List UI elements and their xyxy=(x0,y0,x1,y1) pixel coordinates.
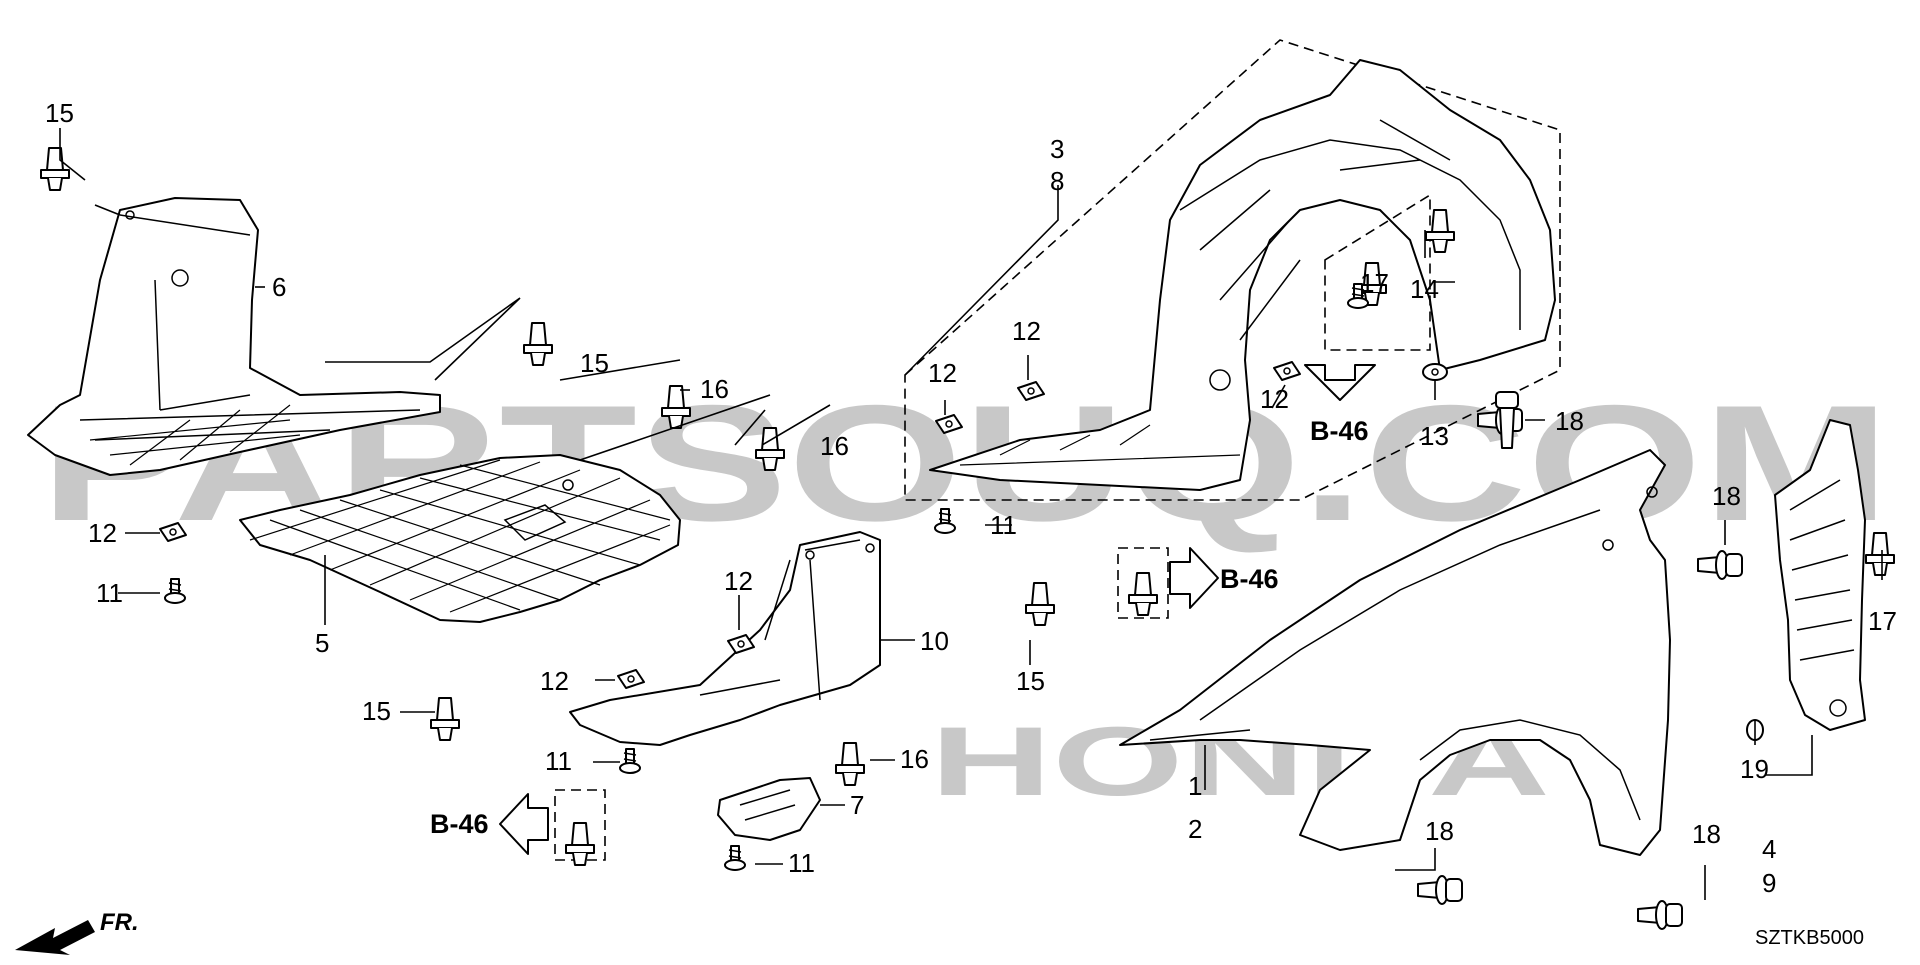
callout-16[interactable]: 16 xyxy=(700,374,729,404)
part-6-splash-shield[interactable] xyxy=(27,197,441,476)
callout-18[interactable]: 18 xyxy=(1555,406,1584,436)
callout-2[interactable]: 2 xyxy=(1188,814,1202,844)
part-1-2-front-fender[interactable] xyxy=(1119,449,1671,856)
callout-15[interactable]: 15 xyxy=(45,98,74,128)
callout-12[interactable]: 12 xyxy=(88,518,117,548)
fastener-clip-16[interactable] xyxy=(755,427,785,471)
fastener-bolt-18[interactable] xyxy=(1495,391,1519,449)
part-3-8-fender-liner[interactable] xyxy=(904,39,1561,501)
fastener-nut-12[interactable] xyxy=(1017,381,1045,401)
callout-4[interactable]: 4 xyxy=(1762,834,1776,864)
callout-12[interactable]: 12 xyxy=(1012,316,1041,346)
direction-label: FR. xyxy=(100,909,139,936)
callout-11[interactable]: 11 xyxy=(990,510,1017,540)
callout-10[interactable]: 10 xyxy=(920,626,949,656)
fastener-clip-15[interactable] xyxy=(40,147,70,191)
ref-arrow-right xyxy=(1169,547,1219,609)
callout-9[interactable]: 9 xyxy=(1762,868,1776,898)
callout-19[interactable]: 19 xyxy=(1740,754,1769,784)
diagram-code: SZTKB5000 xyxy=(1755,927,1864,949)
fastener-screw-11[interactable] xyxy=(934,508,956,534)
callout-7[interactable]: 7 xyxy=(850,790,864,820)
callout-11[interactable]: 11 xyxy=(96,578,123,608)
fastener-screw-b46[interactable] xyxy=(1347,283,1369,309)
callout-12[interactable]: 12 xyxy=(1260,384,1289,414)
callout-18[interactable]: 18 xyxy=(1712,481,1741,511)
fastener-clip-15[interactable] xyxy=(1025,582,1055,626)
callout-1[interactable]: 1 xyxy=(1188,771,1202,801)
ref-label-b46[interactable]: B-46 xyxy=(1220,564,1279,594)
fastener-nut-12[interactable] xyxy=(617,669,645,689)
fastener-clip-14[interactable] xyxy=(1425,209,1455,253)
fastener-bolt-18[interactable] xyxy=(1637,900,1683,930)
fastener-clip-b46[interactable] xyxy=(1128,572,1158,616)
frame-clip-b46-top xyxy=(1324,193,1431,351)
callout-11[interactable]: 11 xyxy=(545,746,572,776)
callout-18[interactable]: 18 xyxy=(1692,819,1721,849)
callout-15[interactable]: 15 xyxy=(580,348,609,378)
leader-lines xyxy=(59,128,1883,900)
callout-11[interactable]: 11 xyxy=(788,848,815,878)
fastener-screw-11[interactable] xyxy=(164,578,186,604)
callout-6[interactable]: 6 xyxy=(272,272,286,302)
frame-clip-b46-right xyxy=(1117,547,1169,619)
front-direction-indicator: FR. xyxy=(15,909,139,955)
fastener-clip-15[interactable] xyxy=(430,697,460,741)
callout-17[interactable]: 17 xyxy=(1868,606,1897,636)
part-10-side-cover[interactable] xyxy=(569,531,881,746)
fastener-bolt-18[interactable] xyxy=(1697,550,1743,580)
callout-labels: 15 6 15 16 16 12 11 5 3 8 12 12 11 12 12… xyxy=(45,98,1897,898)
fastener-bolt-18[interactable] xyxy=(1417,875,1463,905)
callout-13[interactable]: 13 xyxy=(1420,421,1449,451)
ref-label-b46[interactable]: B-46 xyxy=(430,809,489,839)
part-5-undercover[interactable] xyxy=(239,454,681,623)
callout-17[interactable]: 17 xyxy=(1360,268,1389,298)
fastener-nut-12[interactable] xyxy=(159,522,187,542)
fastener-nut-12[interactable] xyxy=(727,634,755,654)
ref-label-b46[interactable]: B-46 xyxy=(1310,416,1369,446)
callout-5[interactable]: 5 xyxy=(315,628,329,658)
callout-16[interactable]: 16 xyxy=(900,744,929,774)
callout-12[interactable]: 12 xyxy=(540,666,569,696)
fastener-clip-16[interactable] xyxy=(661,385,691,429)
fastener-screw-11[interactable] xyxy=(619,748,641,774)
fastener-nut-12[interactable] xyxy=(1273,361,1301,381)
callout-15[interactable]: 15 xyxy=(362,696,391,726)
callout-15[interactable]: 15 xyxy=(1016,666,1045,696)
callout-12[interactable]: 12 xyxy=(724,566,753,596)
callout-16[interactable]: 16 xyxy=(820,431,849,461)
fastener-nut-12[interactable] xyxy=(935,414,963,434)
callout-12[interactable]: 12 xyxy=(928,358,957,388)
callout-8[interactable]: 8 xyxy=(1050,166,1064,196)
fastener-clip-16[interactable] xyxy=(835,742,865,786)
callout-3[interactable]: 3 xyxy=(1050,134,1064,164)
fasteners xyxy=(40,147,1895,930)
part-4-9-fender-bracket[interactable] xyxy=(1774,419,1866,731)
fastener-clip-b46[interactable] xyxy=(565,822,595,866)
fastener-clip-17[interactable] xyxy=(1865,532,1895,576)
fastener-screw-11[interactable] xyxy=(724,845,746,871)
callout-18[interactable]: 18 xyxy=(1425,816,1454,846)
part-7-air-guide[interactable] xyxy=(717,777,821,841)
ref-arrow-down xyxy=(1304,364,1376,401)
ref-arrow-left xyxy=(499,793,549,855)
fastener-washer-13[interactable] xyxy=(1422,363,1448,381)
fastener-clip-15[interactable] xyxy=(523,322,553,366)
callout-14[interactable]: 14 xyxy=(1410,274,1439,304)
